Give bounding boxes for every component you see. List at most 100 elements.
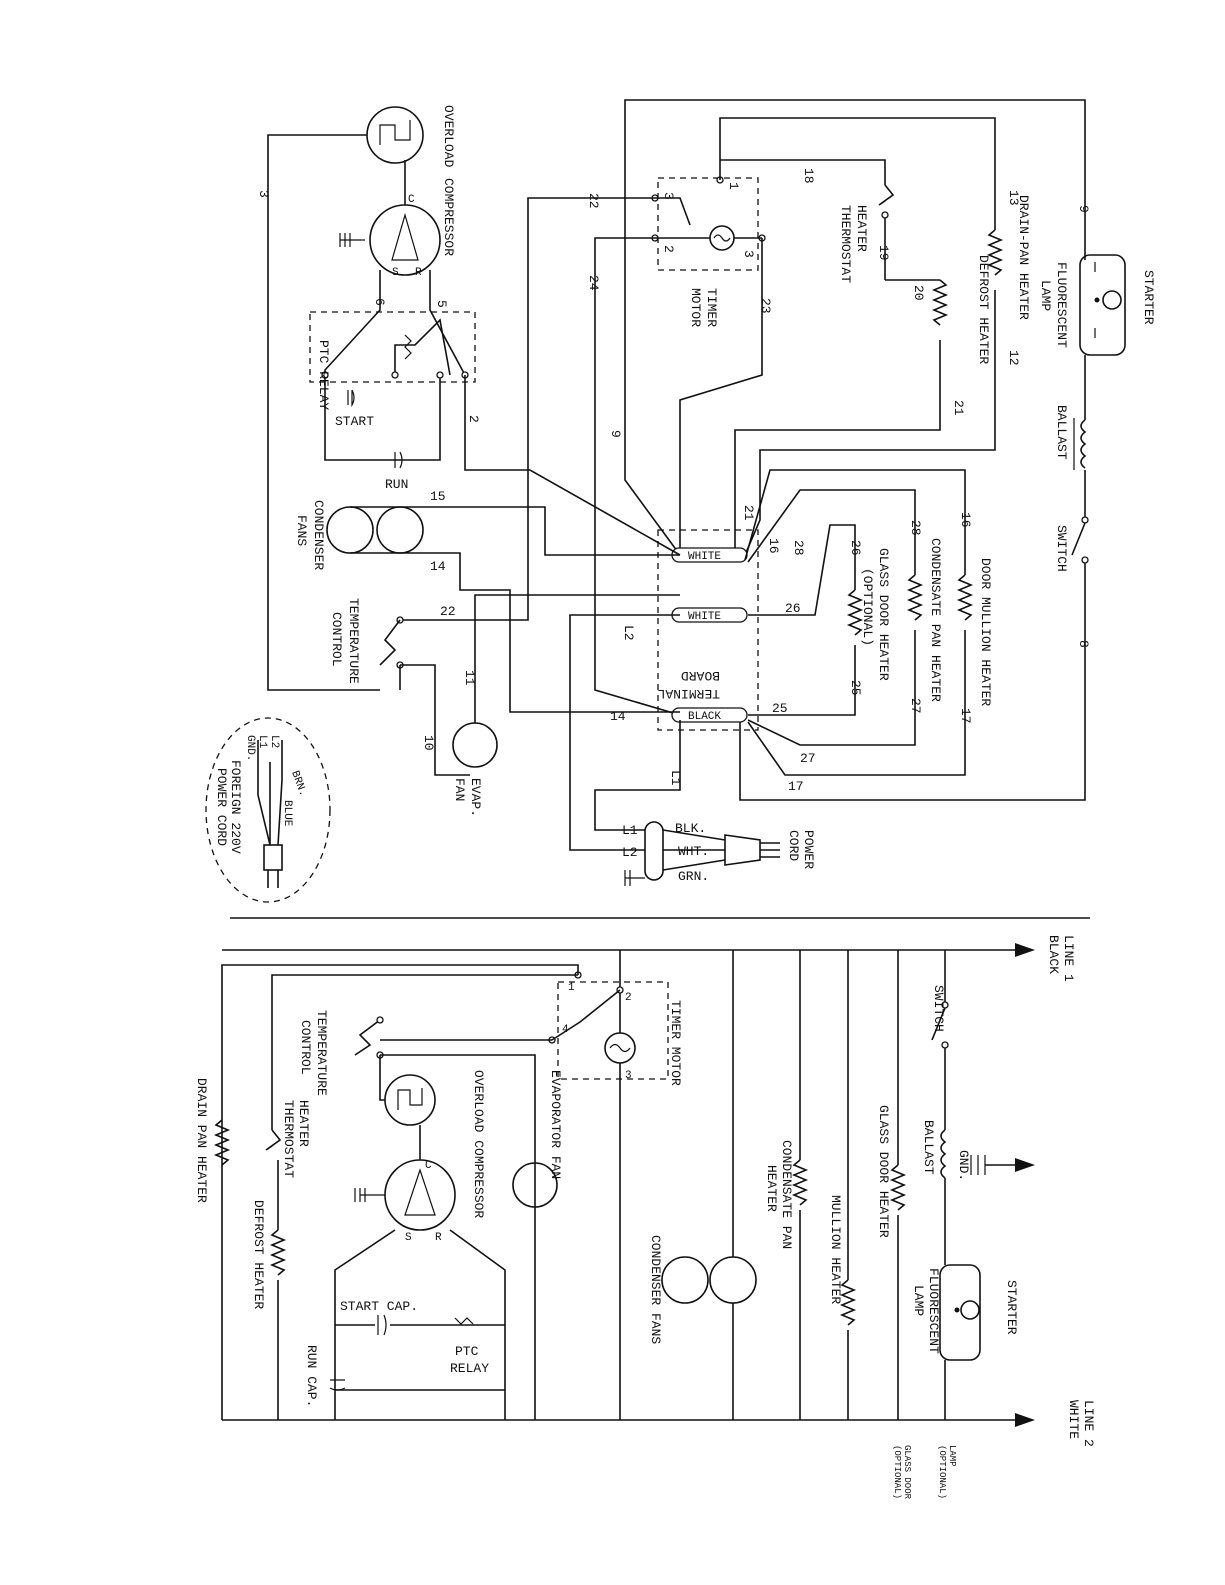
power-cord-bundle <box>644 821 664 881</box>
terminal-black <box>671 707 748 723</box>
wire-label-22a: 22 <box>586 193 601 209</box>
wire-label-26a: 26 <box>848 540 863 556</box>
wire-label-16a: 16 <box>958 512 973 528</box>
cord-wire-grn: GRN. <box>678 869 709 884</box>
wire-label-27b: 27 <box>800 751 816 766</box>
timer-terminal-1: 1 <box>726 182 741 190</box>
heater-thermostat-label-1: HEATER <box>854 205 869 252</box>
wire-10 <box>400 664 470 776</box>
wire-label-17a: 17 <box>958 708 973 724</box>
power-plug-icon <box>724 834 761 866</box>
wire-label-26b: 26 <box>785 601 801 616</box>
bottom-ptc-label-2: RELAY <box>450 1361 489 1376</box>
fluorescent-lamp-icon <box>1079 254 1126 356</box>
run-label: RUN <box>385 477 408 492</box>
evap-fan-label-2: FAN <box>452 778 467 801</box>
bottom-lamp-icon <box>939 1264 981 1361</box>
heater-thermostat-label-2: THERMOSTAT <box>838 205 853 283</box>
bottom-condenser-fans: CONDENSER FANS <box>648 950 757 1420</box>
wire-label-16b: 16 <box>766 538 781 554</box>
condenser-fan-2-icon <box>376 506 424 554</box>
wire-8 <box>739 355 1086 801</box>
wire-label-25b: 25 <box>772 701 788 716</box>
wire-label-13: 13 <box>1006 190 1021 206</box>
ballast-coil-icon <box>1080 419 1087 469</box>
wire-label-2: 2 <box>466 415 481 423</box>
bottom-comp-terminal-c: C <box>425 1160 432 1172</box>
foreign-cord-label-1: FOREIGN 220V <box>228 760 243 854</box>
starter-icon <box>1102 290 1122 310</box>
bottom-ptc-label-1: PTC <box>455 1344 479 1359</box>
wire-label-3: 3 <box>256 190 271 198</box>
bottom-condensate-label-1: CONDENSATE PAN <box>779 1140 794 1249</box>
drain-pan-heater-label: DRAIN-PAN HEATER <box>1016 195 1031 320</box>
wire-2 <box>464 375 681 556</box>
terminal-board: WHITE WHITE BLACK TERMINAL BOARD <box>657 529 759 731</box>
door-mullion-heater-label: DOOR MULLION HEATER <box>978 558 993 706</box>
bottom-compressor-section: TEMPERATURE CONTROL EVAPORATOR FAN OVERL… <box>298 1010 563 1420</box>
bottom-timer-terminal-1: 1 <box>568 982 575 994</box>
wire-label-14b: 14 <box>610 709 626 724</box>
bottom-ballast-icon <box>940 1129 947 1179</box>
condenser-fans-label-1: CONDENSER <box>311 500 326 570</box>
bottom-heater-thermostat-label-1: HEATER <box>296 1100 311 1147</box>
timer-motor-label-2: MOTOR <box>688 288 703 327</box>
terminal-board-box <box>657 529 759 731</box>
wire-25 <box>748 645 856 716</box>
wire-label-11: 11 <box>462 670 477 686</box>
bottom-glass-door-heater-label: GLASS DOOR HEATER <box>876 1105 891 1238</box>
comp-terminal-c: C <box>408 194 415 206</box>
bottom-starter-icon <box>960 1300 980 1320</box>
wire-L2 <box>569 614 680 851</box>
condensate-pan-heater-icon <box>906 574 924 621</box>
bottom-condenser-fan-1-icon <box>709 1256 757 1304</box>
bottom-glass-door-heater: GLASS DOOR HEATER GLASS DOOR (OPTIONAL) <box>876 950 912 1500</box>
wire-22 <box>400 197 655 621</box>
wire-label-24: 24 <box>586 275 601 291</box>
ballast-label: BALLAST <box>1054 405 1069 460</box>
starter-label: STARTER <box>1141 270 1156 325</box>
wire-label-15: 15 <box>430 489 446 504</box>
switch-icon <box>1071 522 1086 556</box>
start-cap-icon <box>347 389 355 408</box>
wire-16 <box>744 469 966 575</box>
terminal-white-2-label: WHITE <box>688 611 721 623</box>
bottom-mullion-heater-icon <box>839 1279 857 1326</box>
lamp-optional-label-1: LAMP <box>947 1445 957 1467</box>
line1-label: LINE 1 <box>1061 935 1076 982</box>
glass-door-optional-label-2: (OPTIONAL) <box>892 1445 902 1499</box>
wire-label-23: 23 <box>758 298 773 314</box>
wire-21 <box>734 340 941 555</box>
bottom-start-cap-icon <box>377 1314 387 1336</box>
wire-label-8: 8 <box>1076 640 1091 648</box>
wire-14 <box>350 552 680 713</box>
bottom-heater-thermostat-label-2: THERMOSTAT <box>281 1100 296 1178</box>
wire-24 <box>594 237 681 716</box>
evap-fan-icon <box>452 722 498 768</box>
overload-label: OVERLOAD <box>441 105 456 168</box>
bottom-defrost-section: HEATER THERMOSTAT DEFROST HEATER DRAIN P… <box>194 974 545 1420</box>
foreign-wire-gnd: GND. <box>244 735 256 761</box>
bottom-run-cap-label: RUN CAP. <box>304 1345 319 1407</box>
ptc-relay-label: PTC RELAY <box>316 340 331 410</box>
foreign-plug-icon <box>263 844 283 871</box>
temperature-control: 22 10 TEMPERATURE CONTROL <box>329 598 470 776</box>
wire-label-17b: 17 <box>788 779 804 794</box>
temperature-control-label-2: CONTROL <box>329 612 344 667</box>
condenser-fans-label-2: FANS <box>294 515 309 546</box>
drain-pan-heater: 13 12 DRAIN-PAN HEATER <box>719 117 1031 556</box>
wire-label-10: 10 <box>421 735 436 751</box>
wire-17 <box>747 630 966 776</box>
wire-label-L2: L2 <box>621 625 636 641</box>
timer-motor: 23 3 2 3 1 TIMER MOTOR <box>651 160 773 555</box>
bottom-evaporator-fan-icon <box>512 1162 558 1208</box>
wire-label-6: 6 <box>372 298 387 306</box>
glass-door-optional-label-1: GLASS DOOR <box>902 1445 912 1500</box>
temperature-control-icon <box>379 619 401 666</box>
heater-thermostat-icon <box>878 184 895 206</box>
ptc-relay-box <box>309 311 476 383</box>
bottom-switch-icon <box>931 1007 946 1041</box>
glass-door-heater-label-1: GLASS DOOR HEATER <box>876 548 891 681</box>
